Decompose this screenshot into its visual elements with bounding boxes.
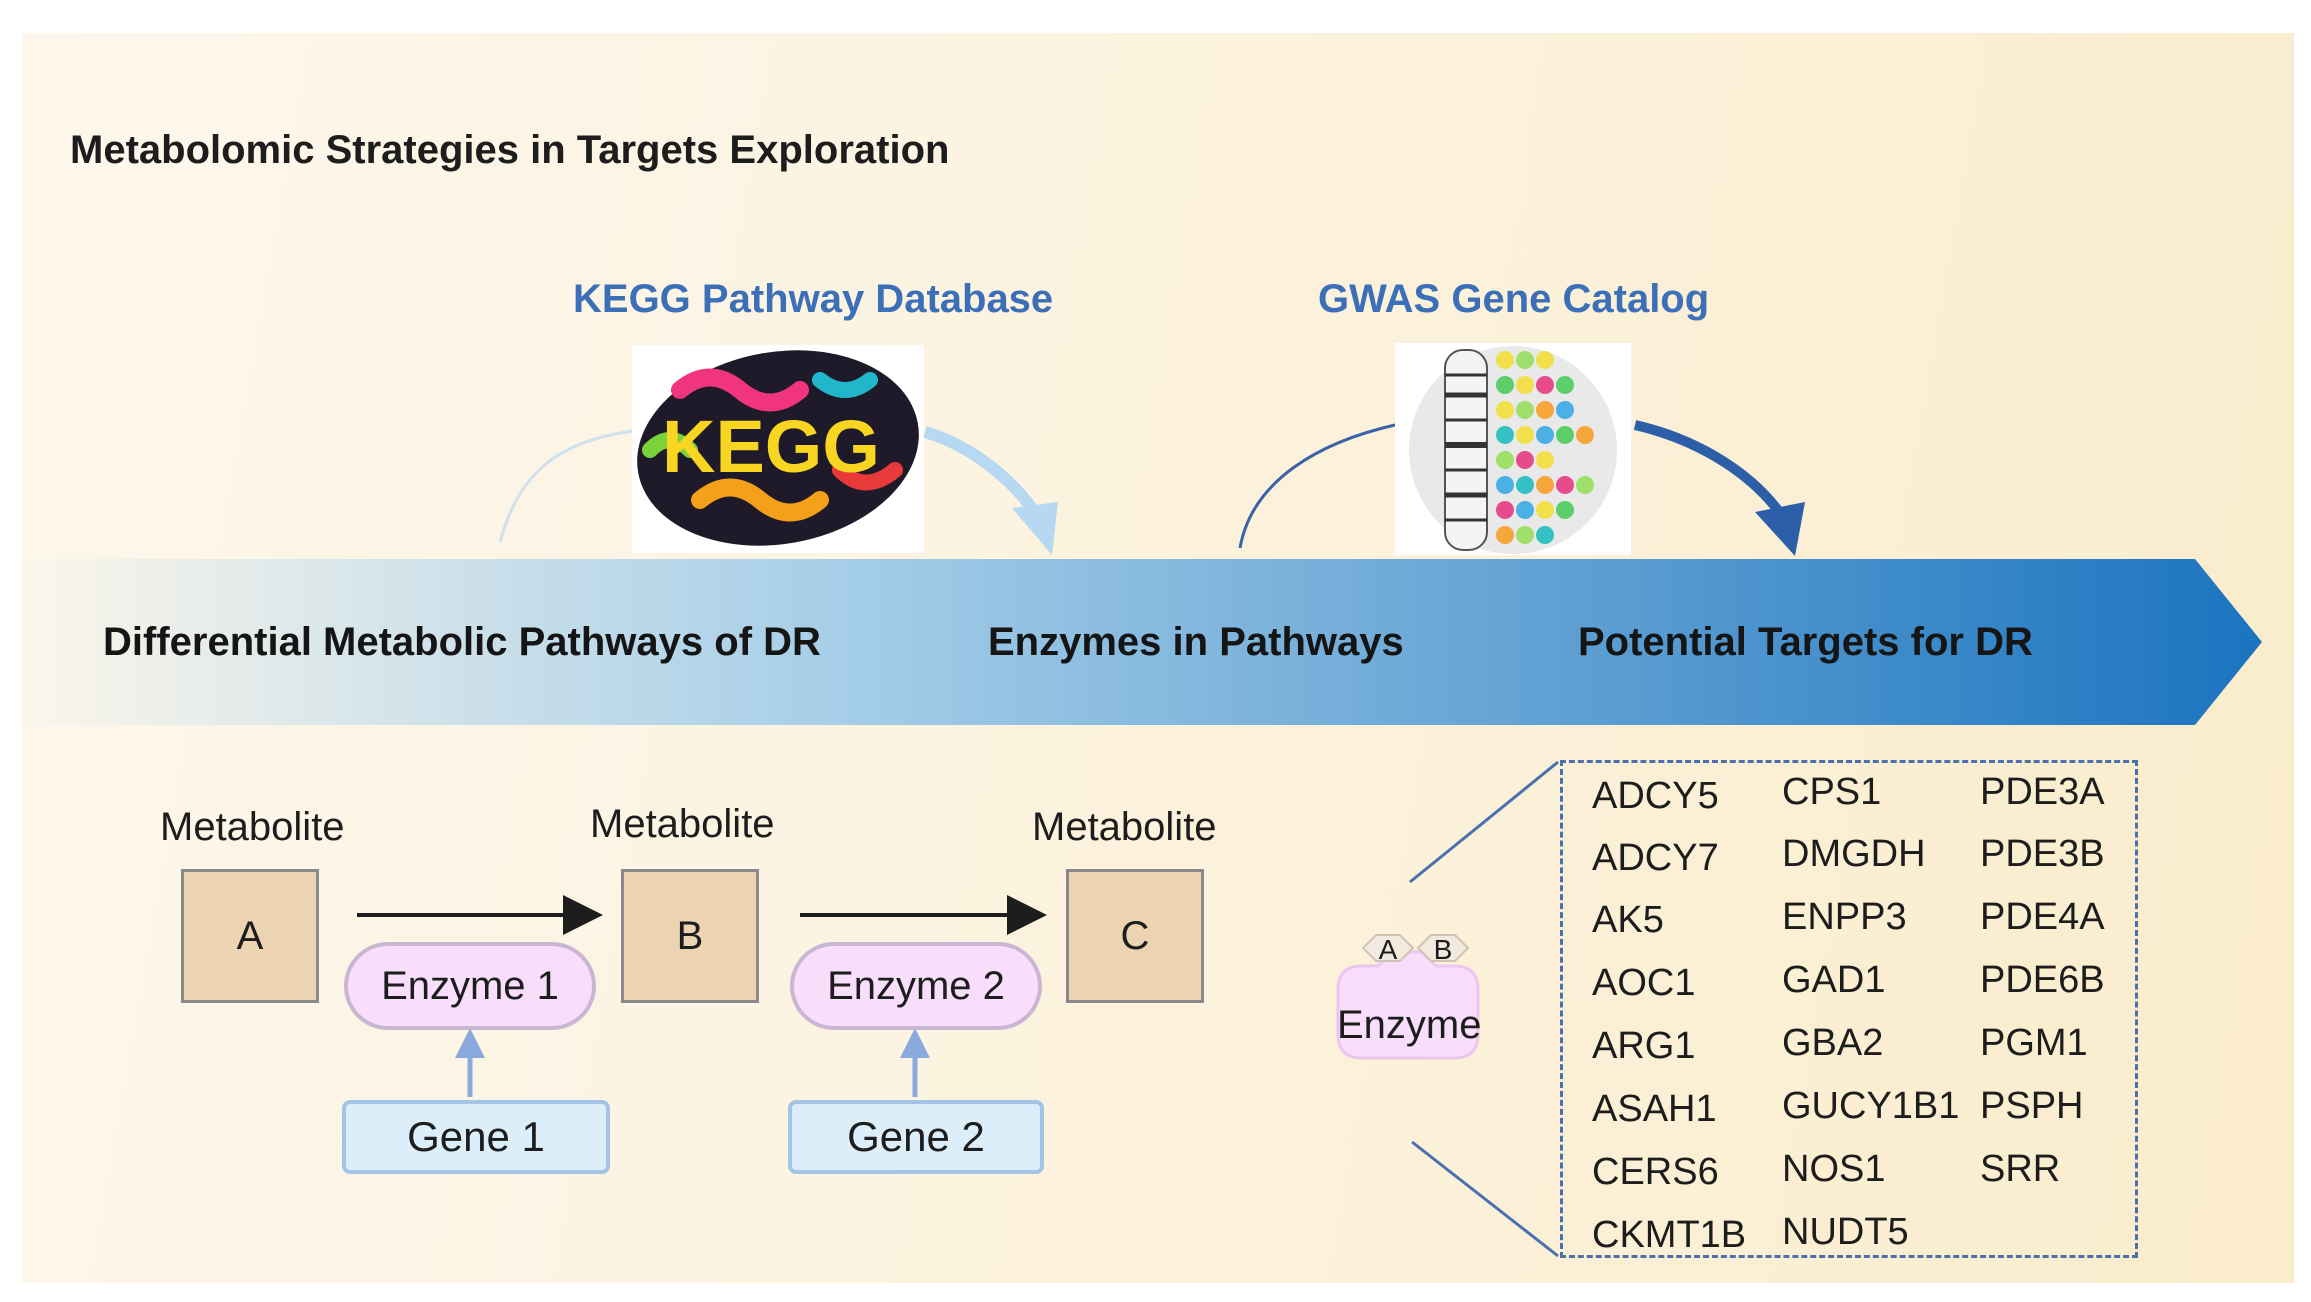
enzyme-icon: A B [1336,934,1480,1060]
enzyme-1-pill: Enzyme 1 [344,942,596,1030]
target-gene: SRR [1980,1148,2061,1190]
target-gene: ENPP3 [1782,896,1907,938]
metabolite-c-label: Metabolite [1032,805,1217,849]
target-gene: AOC1 [1592,962,1696,1004]
target-gene: GBA2 [1782,1022,1884,1064]
gene-1-box: Gene 1 [342,1100,610,1174]
kegg-incoming-curve [498,428,641,543]
target-gene: ASAH1 [1592,1088,1717,1130]
target-gene: AK5 [1592,899,1664,941]
enzyme-subunit-b: B [1434,934,1453,965]
figure-title: Metabolomic Strategies in Targets Explor… [70,128,950,172]
gwas-catalog-title: GWAS Gene Catalog [1318,277,1710,321]
gwas-outgoing-curve [1633,420,1790,523]
target-gene: PDE3B [1980,833,2105,875]
metabolite-b-label: Metabolite [590,802,775,846]
potential-targets-box [1560,760,2138,1258]
gwas-arrowhead [1755,502,1805,556]
metabolite-a-label: Metabolite [160,805,345,849]
target-gene: PDE3A [1980,771,2105,813]
target-gene: PGM1 [1980,1022,2088,1064]
gwas-incoming-curve [1238,423,1396,549]
target-gene: NOS1 [1782,1148,1886,1190]
enzyme-2-pill: Enzyme 2 [790,942,1042,1030]
gwas-chromosome-graphic [1395,343,1631,555]
kegg-arrowhead [1012,502,1058,555]
stage-label-pathways: Differential Metabolic Pathways of DR [103,620,821,664]
target-gene: ADCY7 [1592,837,1719,879]
target-gene: PDE4A [1980,896,2105,938]
metabolite-b-box: B [621,869,759,1003]
enzyme-icon-label: Enzyme [1337,1003,1482,1047]
target-gene: GAD1 [1782,959,1886,1001]
enzyme-subunit-a: A [1379,934,1398,965]
zoom-line-bottom [1411,1140,1559,1258]
target-gene: NUDT5 [1782,1211,1909,1253]
kegg-database-title: KEGG Pathway Database [573,277,1054,321]
target-gene: CPS1 [1782,771,1882,813]
zoom-line-top [1409,760,1559,884]
kegg-logo: KEGG [632,345,924,553]
metabolite-a-box: A [181,869,319,1003]
kegg-logo-text: KEGG [662,405,880,488]
target-gene: PDE6B [1980,959,2105,1001]
stage-label-enzymes: Enzymes in Pathways [988,620,1404,664]
target-gene: ARG1 [1592,1025,1696,1067]
target-gene: CKMT1B [1592,1214,1747,1256]
stage-banner-arrow [22,559,2262,725]
target-gene: CERS6 [1592,1151,1719,1193]
target-gene: PSPH [1980,1085,2084,1127]
target-gene: DMGDH [1782,833,1926,875]
gene-2-box: Gene 2 [788,1100,1044,1174]
metabolite-c-box: C [1066,869,1204,1003]
target-gene: ADCY5 [1592,775,1719,817]
target-gene: GUCY1B1 [1782,1085,1960,1127]
stage-label-targets: Potential Targets for DR [1578,620,2033,664]
